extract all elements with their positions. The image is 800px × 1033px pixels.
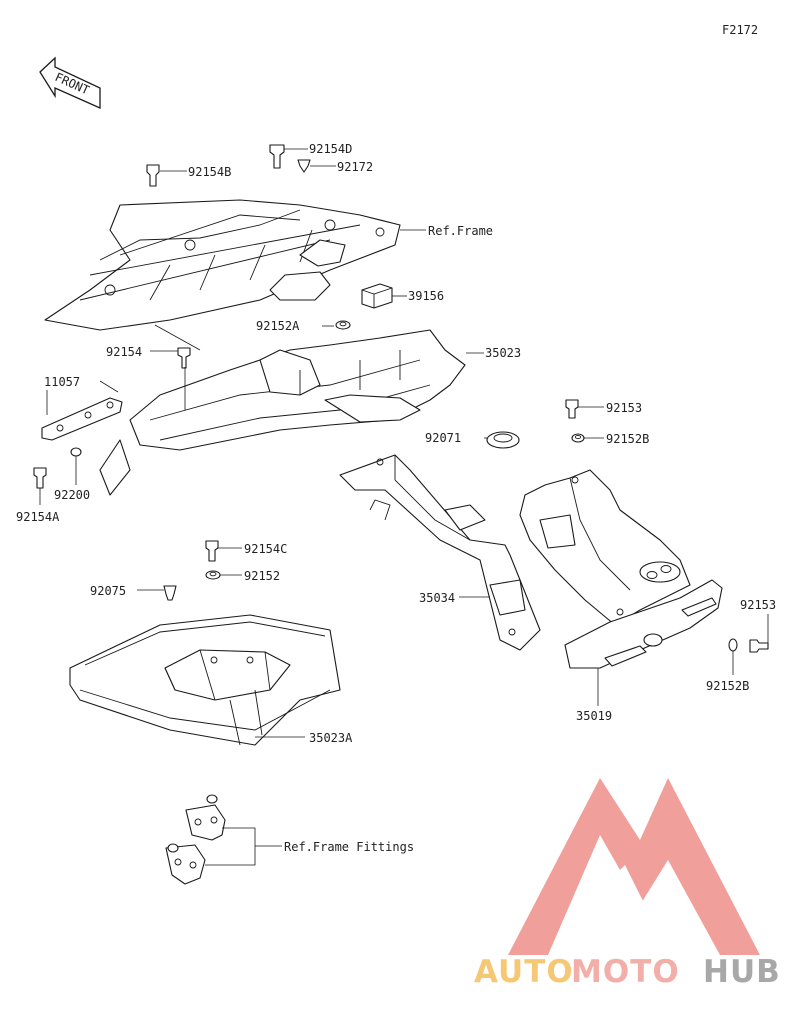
washer-92200: [70, 447, 82, 457]
bracket-35034: [339, 454, 541, 651]
pin-92075: [163, 585, 177, 601]
callout-92152B-top: 92152B: [606, 432, 649, 446]
callout-92154A: 92154A: [16, 510, 60, 524]
callout-92153-top: 92153: [606, 401, 642, 415]
diagram-code: F2172: [722, 23, 758, 37]
callout-35034: 35034: [419, 591, 455, 605]
callout-35023: 35023: [485, 346, 521, 360]
nut-92152A: [335, 320, 351, 330]
callout-39156: 39156: [408, 289, 444, 303]
bolt-92154: [177, 347, 191, 369]
nut-92152B-top: [571, 433, 585, 443]
callout-35019: 35019: [576, 709, 612, 723]
bolt-92153-right: [749, 639, 769, 653]
leader-lines: [39, 148, 769, 866]
automotohub-logo: AUTO MOTO HUB: [474, 778, 781, 990]
bolt-92154A: [33, 467, 47, 489]
logo-word-auto: AUTO: [474, 954, 574, 990]
tray-35023A: [69, 614, 341, 746]
bolt-92154B: [146, 164, 160, 187]
callout-92154B: 92154B: [188, 165, 231, 179]
callout-92154: 92154: [106, 345, 142, 359]
logo-inner-triangle: [590, 865, 645, 905]
callout-92154D: 92154D: [309, 142, 352, 156]
frame-fittings: [165, 794, 226, 885]
license-holder-35019: [519, 469, 723, 669]
callout-92154C: 92154C: [244, 542, 287, 556]
callout-35023A: 35023A: [309, 731, 353, 745]
nut-92152: [205, 570, 221, 580]
logo-word-moto: MOTO: [571, 954, 680, 990]
callout-92172: 92172: [337, 160, 373, 174]
callout-92152B-right: 92152B: [706, 679, 749, 693]
callout-labels: 92154D 92172 92154B Ref.Frame 39156 9215…: [16, 142, 776, 854]
front-arrow-icon: FRONT: [39, 56, 101, 110]
bracket-11057: [41, 397, 123, 441]
rear-fender-35023: [99, 329, 466, 496]
callout-92152A: 92152A: [256, 319, 300, 333]
logo-word-hub: HUB: [703, 954, 781, 990]
clip-92172: [297, 159, 311, 173]
callout-11057: 11057: [44, 375, 80, 389]
logo-triangle-mark: [508, 778, 760, 955]
callout-ref-frame-fittings: Ref.Frame Fittings: [284, 840, 414, 854]
bolt-92154C: [205, 540, 219, 562]
callout-92071: 92071: [425, 431, 461, 445]
damper-39156: [361, 283, 393, 309]
bolt-92154D: [269, 144, 285, 169]
callout-92152: 92152: [244, 569, 280, 583]
rear-frame-reference: [44, 199, 401, 331]
callout-92153-right: 92153: [740, 598, 776, 612]
grommet-92071: [486, 431, 520, 449]
callout-92075: 92075: [90, 584, 126, 598]
callout-ref-frame: Ref.Frame: [428, 224, 493, 238]
callout-92200: 92200: [54, 488, 90, 502]
nut-92152B-right: [728, 638, 738, 652]
bolt-92153-top: [565, 399, 579, 419]
